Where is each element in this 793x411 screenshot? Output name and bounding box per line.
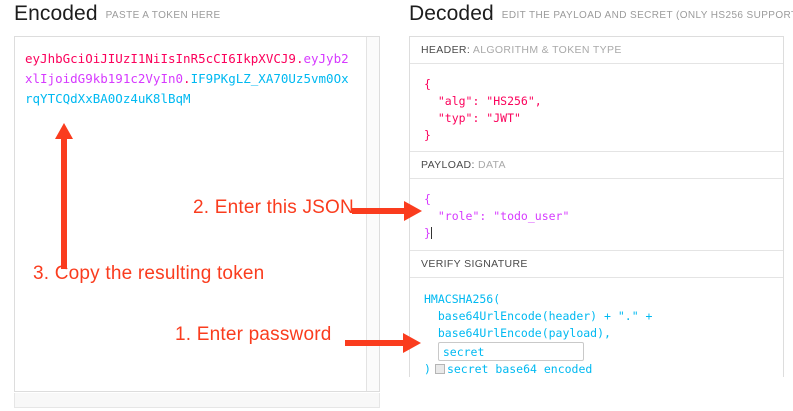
signature-section-label: VERIFY SIGNATURE	[410, 251, 783, 278]
header-section-label-strong: HEADER:	[421, 44, 471, 56]
payload-json-editor[interactable]: { "role": "todo_user" }	[410, 179, 783, 251]
payload-section-label: PAYLOAD: DATA	[410, 152, 783, 179]
decoded-column-heading: Decoded EDIT THE PAYLOAD AND SECRET (ONLY…	[409, 2, 793, 26]
payload-section-label-light: DATA	[478, 159, 506, 171]
payload-code-open: {	[424, 192, 431, 206]
decoded-subtitle: EDIT THE PAYLOAD AND SECRET (ONLY HS256 …	[501, 10, 793, 21]
header-json-editor[interactable]: { "alg": "HS256", "typ": "JWT" }	[410, 64, 783, 152]
payload-section-label-strong: PAYLOAD:	[421, 159, 475, 171]
encoded-vertical-scrollbar[interactable]	[366, 37, 379, 391]
token-header-segment: eyJhbGciOiJIUzI1NiIsInR5cCI6IkpXVCJ9	[25, 51, 296, 66]
payload-code-close: }	[424, 226, 431, 240]
header-section-label-light: ALGORITHM & TOKEN TYPE	[472, 44, 622, 56]
token-separator-2: .	[183, 71, 191, 86]
annotation-step-2: 2. Enter this JSON	[193, 197, 354, 218]
payload-code-body: "role": "todo_user"	[424, 209, 570, 223]
encoded-subtitle: PASTE A TOKEN HERE	[105, 10, 221, 21]
text-caret	[430, 227, 432, 239]
signature-close-paren: )	[424, 362, 431, 376]
signature-line-1: HMACSHA256(	[424, 292, 501, 306]
encoded-horizontal-scrollbar[interactable]	[14, 393, 380, 408]
secret-input[interactable]	[437, 342, 584, 361]
encoded-column-heading: Encoded PASTE A TOKEN HERE	[14, 2, 221, 26]
encoded-title: Encoded	[14, 2, 98, 25]
annotation-step-3: 3. Copy the resulting token	[33, 263, 265, 284]
signature-line-3: base64UrlEncode(payload),	[424, 326, 611, 340]
encoded-token-panel[interactable]: eyJhbGciOiJIUzI1NiIsInR5cCI6IkpXVCJ9.eyJ…	[14, 36, 380, 392]
decoded-panel: HEADER: ALGORITHM & TOKEN TYPE { "alg": …	[409, 36, 784, 390]
token-signature-segment: IF9PKgLZ_XA70Uz5vm0OxrqYTCQdXxBA0Oz4uK8l…	[25, 71, 349, 106]
annotation-step-1: 1. Enter password	[175, 324, 332, 345]
secret-base64-checkbox[interactable]	[434, 364, 445, 374]
secret-base64-label[interactable]: secret base64 encoded	[446, 362, 593, 376]
signature-line-2: base64UrlEncode(header) + "." +	[424, 309, 653, 323]
signature-block: HMACSHA256( base64UrlEncode(header) + ".…	[410, 278, 783, 390]
token-separator-1: .	[295, 51, 304, 66]
encoded-token-text[interactable]: eyJhbGciOiJIUzI1NiIsInR5cCI6IkpXVCJ9.eyJ…	[25, 49, 355, 109]
decoded-title: Decoded	[409, 2, 494, 25]
header-section-label: HEADER: ALGORITHM & TOKEN TYPE	[410, 37, 783, 64]
signature-section-label-strong: VERIFY SIGNATURE	[421, 258, 528, 270]
token-payload-segment: eyJyb2xlIjoidG9kb191c2VyIn0	[25, 51, 349, 86]
